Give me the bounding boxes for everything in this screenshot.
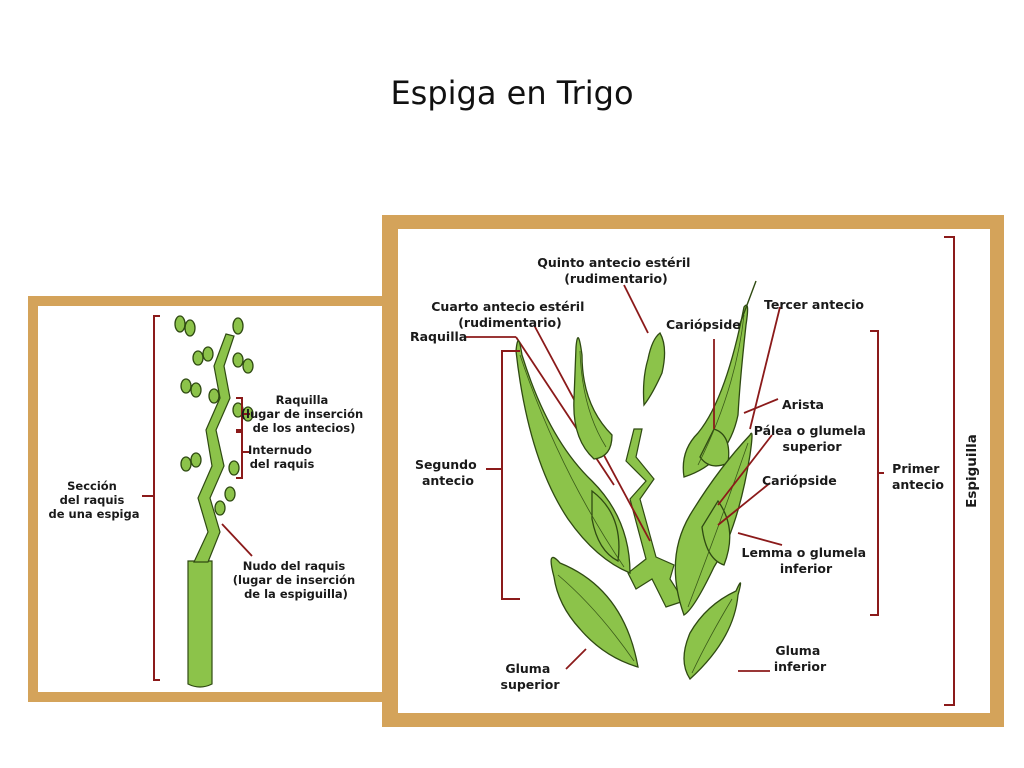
tercer-pointer — [749, 306, 781, 430]
right-diagram-frame: Quinto antecio estéril (rudimentario) Cu… — [382, 215, 1004, 727]
rachis-zigzag — [193, 333, 235, 563]
label-quinto: Quinto antecio estéril (rudimentario) — [537, 255, 695, 286]
raquilla-pointer — [515, 336, 615, 486]
palea-pointer — [717, 434, 773, 506]
label-espiguilla: Espiguilla — [964, 434, 980, 508]
cariopside-mid-pointer — [717, 482, 771, 526]
label-internudo: Internudo del raquis — [248, 443, 316, 471]
segundo-bracket — [501, 350, 520, 600]
label-arista: Arista — [782, 397, 824, 412]
arista-pointer — [743, 398, 779, 414]
label-segundo: Segundo antecio — [415, 457, 481, 488]
rachis-stem — [187, 560, 213, 688]
gluma-inferior — [683, 582, 742, 680]
gluma-superior — [550, 556, 639, 668]
spike-section-diagram: Raquilla (lugar de inserción de los ante… — [49, 315, 367, 688]
label-gluma-superior: Gluma superior — [501, 661, 561, 692]
quinto-pointer — [623, 284, 649, 334]
lemma-pointer — [737, 532, 783, 546]
label-tercer: Tercer antecio — [764, 297, 864, 312]
gluma-sup-pointer — [565, 648, 587, 670]
label-raquilla: Raquilla — [410, 329, 467, 344]
nudo-pointer — [221, 523, 253, 557]
label-palea: Pálea o glumela superior — [754, 423, 870, 454]
label-gluma-inferior: Gluma inferior — [774, 643, 827, 674]
left-diagram-canvas: Raquilla (lugar de inserción de los ante… — [38, 306, 388, 692]
espiguilla-bracket — [944, 236, 955, 706]
page-title: Espiga en Trigo — [390, 74, 634, 112]
label-raquilla: Raquilla (lugar de inserción de los ante… — [241, 393, 367, 435]
label-cuarto: Cuarto antecio estéril (rudimentario) — [431, 299, 588, 330]
label-cariopside-top: Cariópside — [666, 317, 741, 332]
primer-bracket — [870, 330, 879, 616]
rachilla-axis — [625, 428, 685, 608]
internudo-bracket — [236, 431, 243, 479]
label-primer: Primer antecio — [892, 461, 944, 492]
label-seccion: Sección del raquis de una espiga — [49, 479, 140, 521]
label-lemma: Lemma o glumela inferior — [742, 545, 871, 576]
right-diagram-canvas: Quinto antecio estéril (rudimentario) Cu… — [398, 229, 990, 713]
spikelet-diagram: Quinto antecio estéril (rudimentario) Cu… — [410, 236, 980, 706]
seccion-bracket — [153, 315, 160, 681]
quinto-antecio — [642, 332, 666, 407]
label-cariopside-mid: Cariópside — [762, 473, 837, 488]
spikelet-grains — [174, 315, 254, 516]
cuarto-antecio — [573, 337, 613, 460]
label-nudo: Nudo del raquis (lugar de inserción de l… — [233, 559, 359, 601]
left-diagram-frame: Raquilla (lugar de inserción de los ante… — [28, 296, 404, 702]
